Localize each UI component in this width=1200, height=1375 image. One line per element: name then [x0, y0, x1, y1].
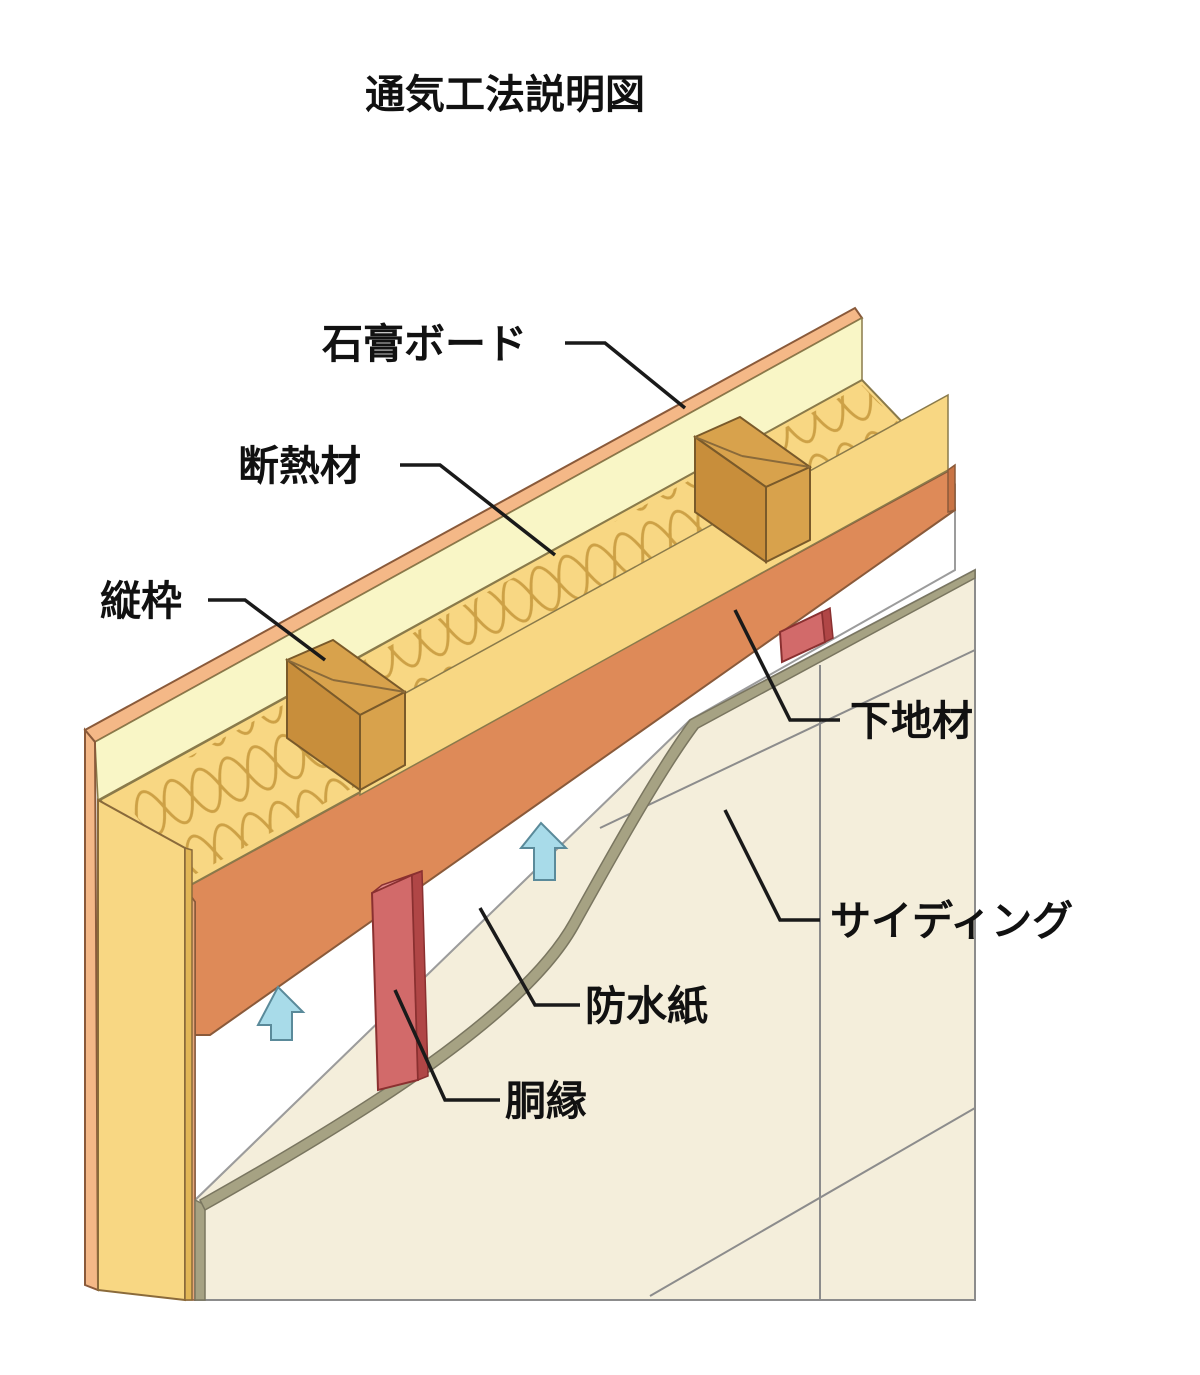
airflow-arrow-icon [518, 821, 569, 881]
wall-top [83, 306, 956, 1302]
label-vertical-frame: 縦枠 [100, 577, 182, 625]
label-substrate: 下地材 [850, 697, 973, 745]
siding-joint [599, 649, 976, 829]
label-furring-strip: 胴縁 [505, 1077, 587, 1125]
diagram-title: 通気工法説明図 [365, 72, 645, 118]
label-insulation: 断熱材 [238, 442, 361, 490]
label-gypsum-board: 石膏ボード [322, 320, 527, 368]
vertical-frame-stud [285, 638, 407, 792]
vertical-frame-face [97, 798, 186, 1302]
leader-insulation [400, 463, 557, 557]
vertical-frame-stud [692, 415, 812, 564]
leader-vertical-frame [208, 598, 327, 662]
leader-siding [723, 809, 820, 922]
leader-substrate [733, 609, 840, 722]
siding-joint [649, 1107, 976, 1297]
label-waterproof-paper: 防水紙 [585, 982, 708, 1030]
leader-waterproof-paper [478, 907, 580, 1007]
gypsum-board-edge [84, 727, 100, 1292]
leader-furring-strip [393, 989, 500, 1102]
siding-edge [194, 1198, 206, 1301]
siding-cut-edge [199, 568, 976, 1212]
furring-strip-back [778, 606, 834, 664]
vertical-frame-side [184, 847, 193, 1301]
substrate-edge [947, 463, 956, 513]
label-siding: サイディング [830, 897, 1073, 945]
airflow-arrow-icon [256, 985, 306, 1041]
furring-strip-front [370, 869, 429, 1092]
leader-gypsum-board [565, 341, 687, 410]
